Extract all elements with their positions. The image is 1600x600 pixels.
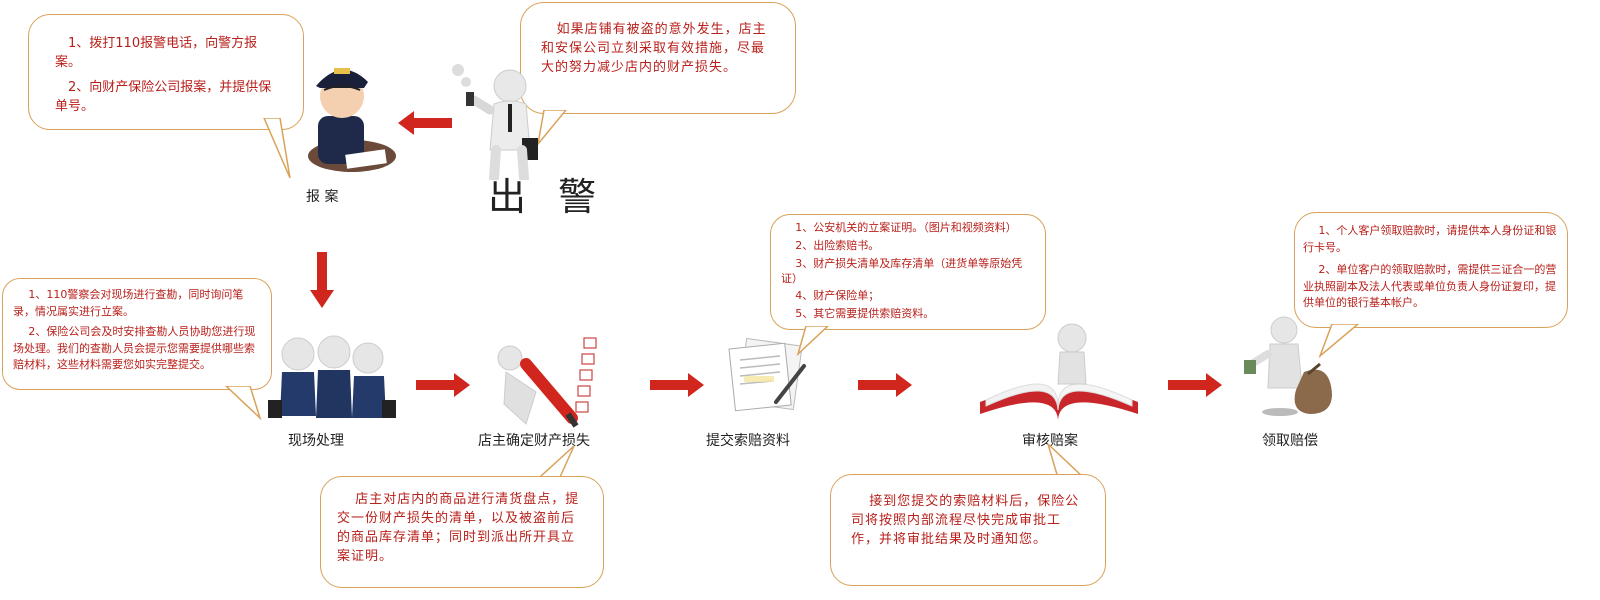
flow-arrow-review-to-compensation xyxy=(1168,373,1222,397)
compensation-bubble-tail xyxy=(1318,324,1360,358)
submit-docs-line-1: 1、公安机关的立案证明。（图片和视频资料） xyxy=(795,221,1017,234)
team-group-icon xyxy=(268,335,396,418)
review-bubble-tail xyxy=(1047,444,1086,478)
loss-note-bubble: 店主对店内的商品进行清货盘点，提交一份财产损失的清单，以及被盗前后的商品库存清单… xyxy=(320,476,604,588)
submit-docs-line-2: 2、出险索赔书。 xyxy=(795,238,880,252)
step-label-compensation: 领取赔偿 xyxy=(1262,433,1318,449)
flow-arrow-dispatch-to-report xyxy=(398,111,452,135)
step-label-submit-docs: 提交索赔资料 xyxy=(706,433,790,449)
report-note-bubble: 1、拨打110报警电话，向警方报案。 2、向财产保险公司报案，并提供保单号。 xyxy=(28,14,304,130)
onsite-note-line-2: 2、保险公司会及时安排查勘人员协助您进行现场处理。我们的查勘人员会提示您需要提供… xyxy=(13,325,256,371)
compensation-note-line-2: 2、单位客户的领取赔款时，需提供三证合一的营业执照副本及法人代表或单位负责人身份… xyxy=(1303,263,1557,309)
report-note-line-1: 1、拨打110报警电话，向警方报案。 xyxy=(55,36,258,70)
report-bubble-tail xyxy=(263,118,291,178)
money-bag-person-icon xyxy=(1244,316,1332,416)
step-label-review: 审核赔案 xyxy=(1022,433,1078,449)
submit-docs-bubble-tail xyxy=(796,326,830,356)
compensation-note-bubble: 1、个人客户领取赔款时，请提供本人身份证和银行卡号。 2、单位客户的领取赔款时，… xyxy=(1294,212,1568,328)
report-note-line-2: 2、向财产保险公司报案，并提供保单号。 xyxy=(55,79,272,114)
loss-note-line-1: 店主对店内的商品进行清货盘点，提交一份财产损失的清单，以及被盗前后的商品库存清单… xyxy=(337,492,580,564)
review-note-bubble: 接到您提交的索赔材料后，保险公司将按照内部流程尽快完成审批工作，并将审批结果及时… xyxy=(830,474,1106,586)
police-officer-icon xyxy=(308,68,396,172)
submit-docs-note-bubble: 1、公安机关的立案证明。（图片和视频资料） 2、出险索赔书。 3、财产损失清单及… xyxy=(770,214,1046,330)
onsite-bubble-tail xyxy=(224,386,262,420)
open-book-person-icon xyxy=(980,323,1138,420)
dispatch-bubble-tail xyxy=(536,110,567,146)
submit-docs-line-3: 3、财产损失清单及库存清单（进货单等原始凭证） xyxy=(781,256,1023,285)
flow-arrow-loss-to-submit xyxy=(650,373,704,397)
step-label-report: 报 案 xyxy=(306,189,339,205)
review-note-line-1: 接到您提交的索赔材料后，保险公司将按照内部流程尽快完成审批工作，并将审批结果及时… xyxy=(851,494,1080,547)
flow-arrow-down xyxy=(310,252,334,308)
onsite-note-bubble: 1、110警察会对现场进行查勘，同时询问笔录，情况属实进行立案。 2、保险公司会… xyxy=(2,278,272,390)
compensation-note-line-1: 1、个人客户领取赔款时，请提供本人身份证和银行卡号。 xyxy=(1303,224,1557,254)
flow-arrow-onsite-to-loss xyxy=(416,373,470,397)
step-label-onsite: 现场处理 xyxy=(288,433,344,449)
dispatch-note-bubble: 如果店铺有被盗的意外发生，店主和安保公司立刻采取有效措施，尽最大的努力减少店内的… xyxy=(520,2,796,114)
checklist-person-icon xyxy=(497,337,597,428)
dispatch-note-line-1: 如果店铺有被盗的意外发生，店主和安保公司立刻采取有效措施，尽最大的努力减少店内的… xyxy=(541,22,767,75)
person-phone-icon xyxy=(452,64,538,180)
step-label-dispatch: 出 警 xyxy=(488,175,607,219)
step-label-determine-loss: 店主确定财产损失 xyxy=(478,433,590,449)
submit-docs-line-4: 4、财产保险单； xyxy=(795,289,880,303)
onsite-note-line-1: 1、110警察会对现场进行查勘，同时询问笔录，情况属实进行立案。 xyxy=(13,288,244,318)
documents-pen-icon xyxy=(728,337,806,412)
submit-docs-line-5: 5、其它需要提供索赔资料。 xyxy=(795,307,935,321)
flow-arrow-submit-to-review xyxy=(858,373,912,397)
